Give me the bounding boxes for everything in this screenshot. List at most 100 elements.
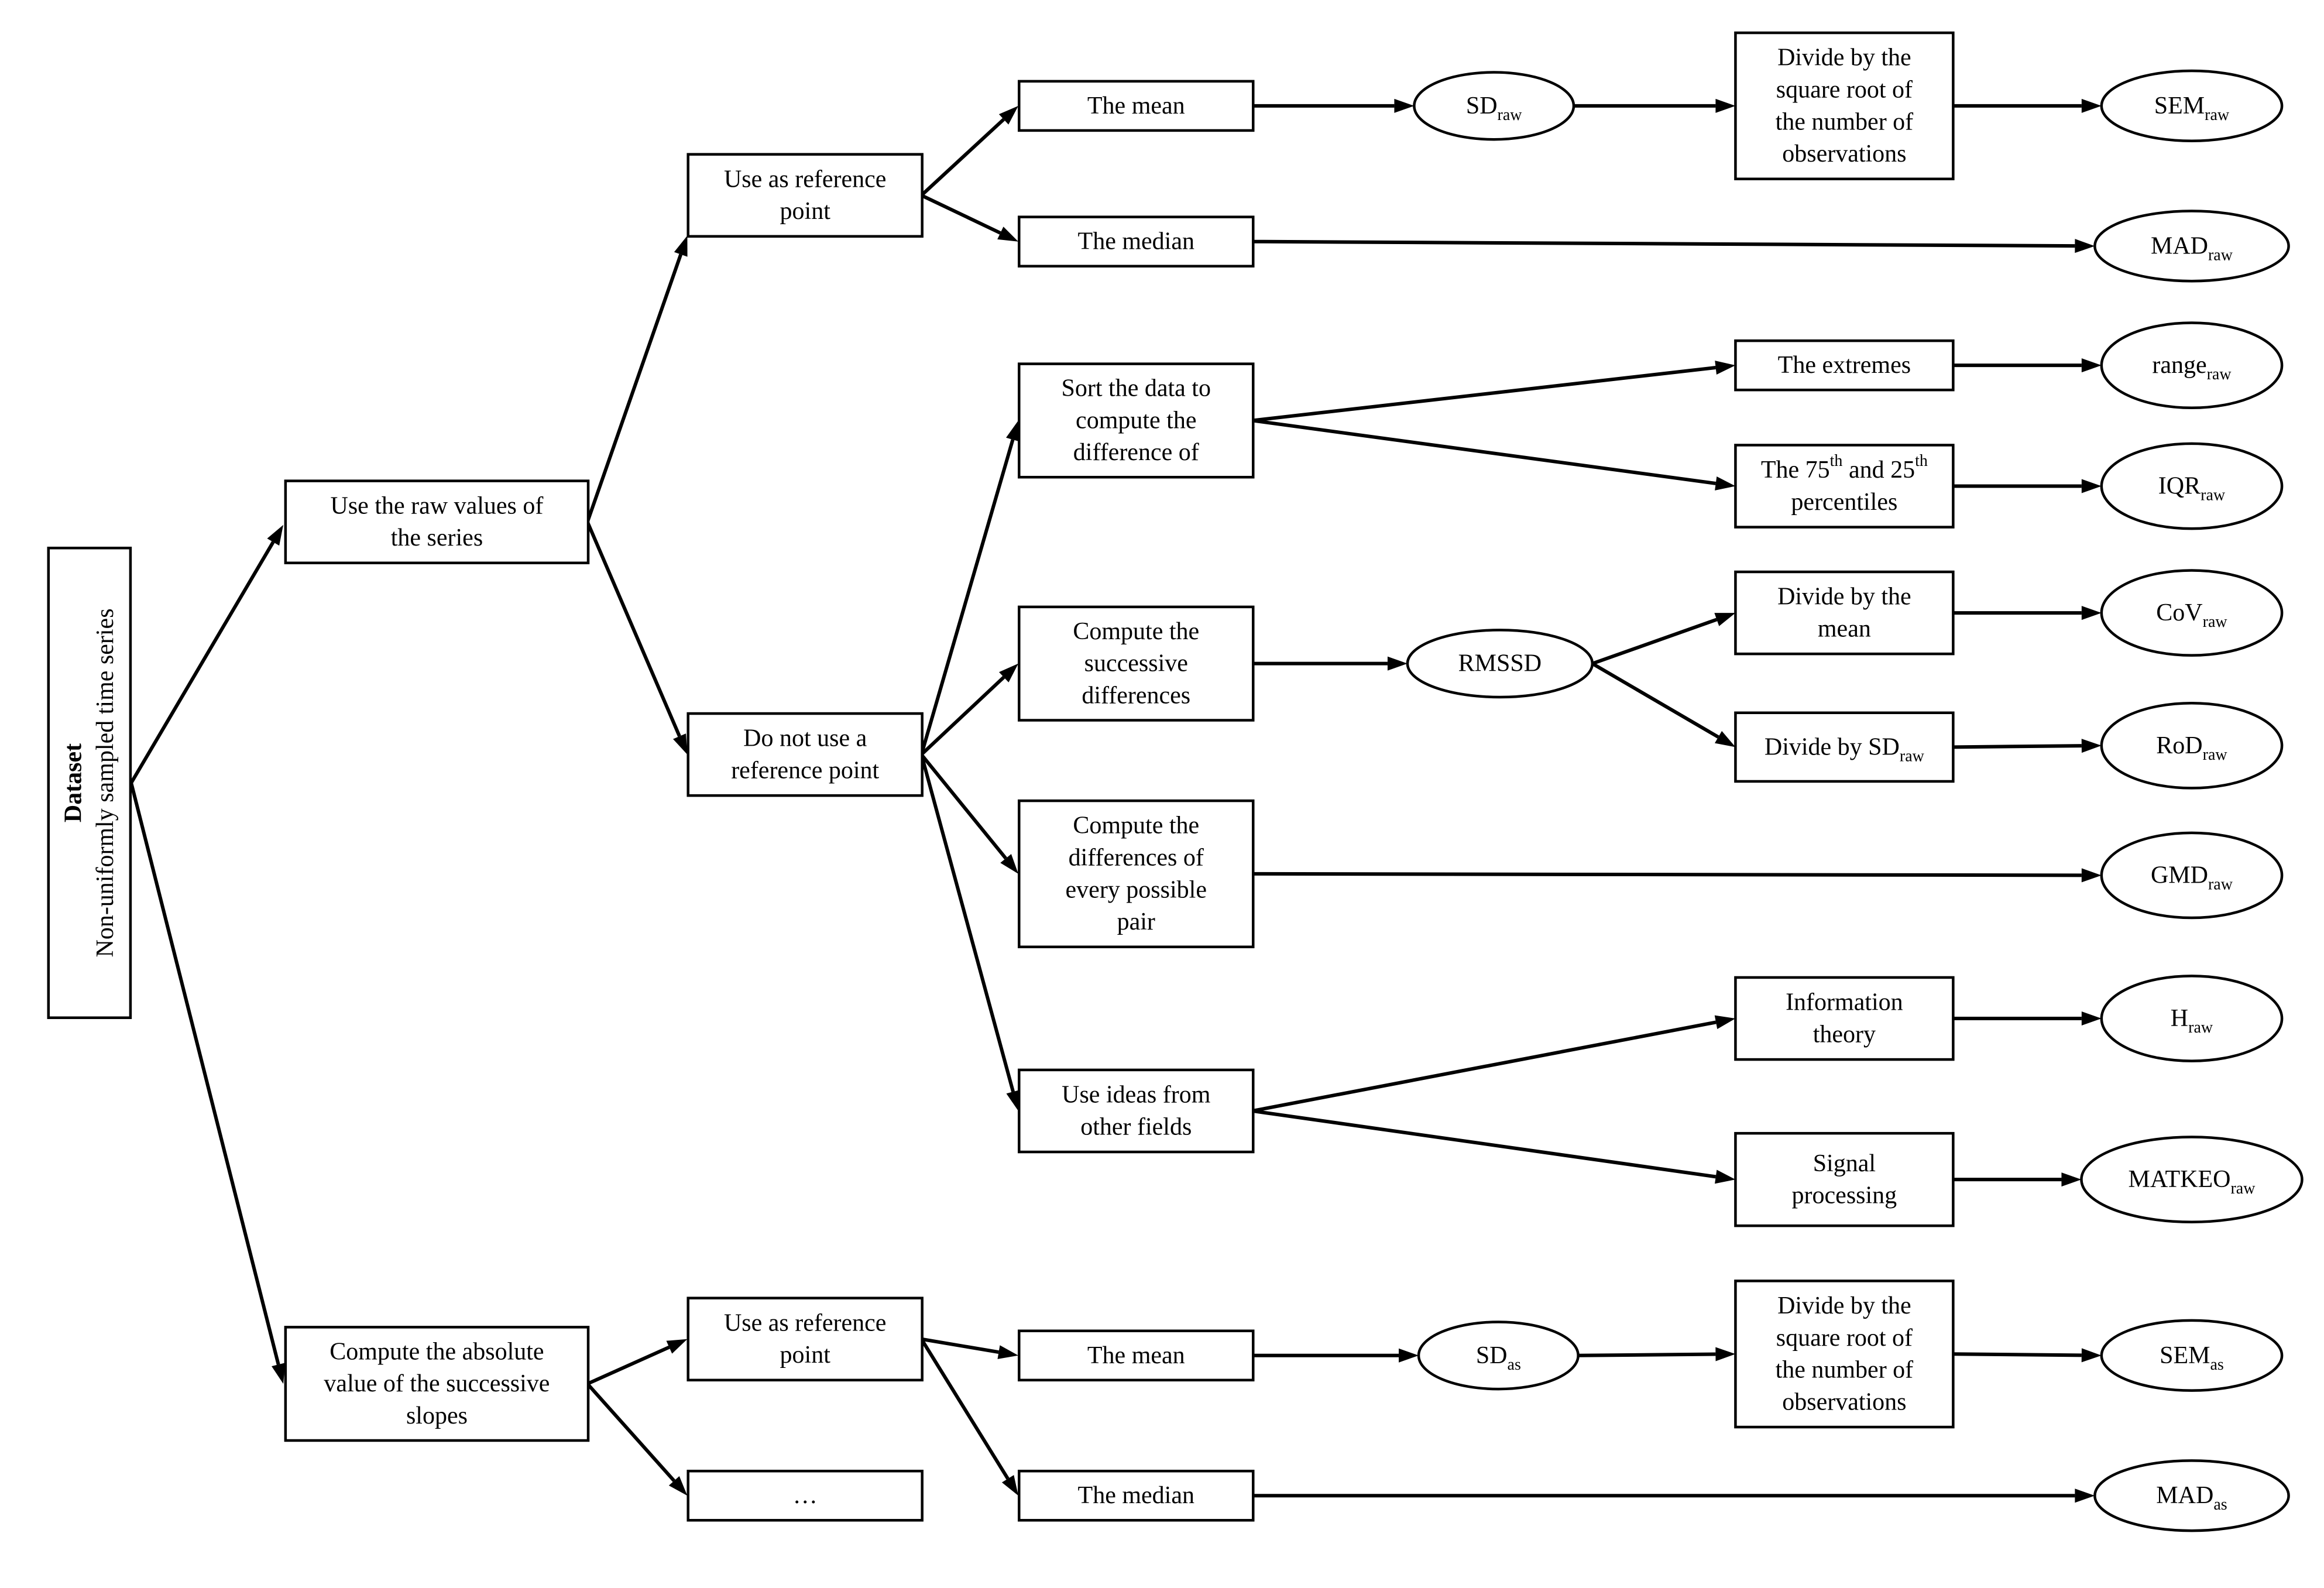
metric-label: SEMraw — [2154, 92, 2230, 124]
node-label-line: square root of — [1776, 1325, 1913, 1352]
node-label-line: other fields — [1080, 1113, 1192, 1140]
arrow-noref-to-succ — [920, 663, 1019, 756]
node-box — [686, 1469, 924, 1522]
arrow-rmssd-to-divmean — [1591, 613, 1736, 666]
arrow-line — [1578, 1352, 1716, 1357]
arrow-divmean-to-covraw — [1953, 606, 2102, 620]
node-hraw: Hraw — [2100, 975, 2284, 1062]
arrowhead — [1001, 1475, 1019, 1496]
node-madraw: MADraw — [2093, 210, 2290, 283]
node-oval — [1417, 1321, 1580, 1391]
arrowhead — [998, 105, 1019, 125]
arrowhead — [2075, 239, 2095, 253]
node-oval — [2093, 1459, 2290, 1532]
arrowhead — [2081, 358, 2102, 373]
arrowhead — [2081, 98, 2102, 113]
arrowhead — [668, 1476, 688, 1496]
node-box — [284, 479, 590, 564]
node-mean1: The mean — [1018, 80, 1255, 132]
dataset-subtitle: Non-uniformly sampled time series — [92, 608, 119, 957]
node-label-line: successive — [1084, 650, 1188, 677]
arrow-line — [1252, 1109, 1717, 1179]
node-label-line: Divide by the — [1777, 1292, 1911, 1319]
node-rmssd: RMSSD — [1406, 629, 1594, 699]
arrow-mean1-to-sdraw — [1253, 98, 1415, 113]
arrow-pct-to-iqrraw — [1953, 479, 2102, 493]
node-median2: The median — [1018, 1469, 1255, 1522]
arrow-raw-to-ref1 — [585, 235, 688, 523]
node-oval — [2100, 569, 2284, 657]
arrow-line — [1252, 419, 1717, 485]
node-label-line: Use as reference — [724, 1309, 886, 1336]
node-mean2: The mean — [1018, 1329, 1255, 1382]
node-madas: MADas — [2093, 1459, 2290, 1532]
arrow-rmssd-to-divsd — [1591, 662, 1736, 747]
node-label-line: the number of — [1776, 1357, 1914, 1384]
node-semraw: SEMraw — [2100, 69, 2284, 142]
node-box — [1018, 605, 1255, 722]
node-label-line: differences of — [1069, 845, 1204, 872]
arrow-ref2-to-mean2 — [921, 1337, 1019, 1359]
arrowhead — [999, 663, 1019, 682]
node-divsd: Divide by SDraw — [1734, 711, 1955, 783]
arrow-extremes-to-rangeraw — [1953, 358, 2102, 373]
arrowhead — [1715, 476, 1736, 491]
node-label-line: differences — [1082, 682, 1190, 709]
arrow-line — [1253, 239, 2075, 248]
node-label-line: … — [793, 1482, 818, 1509]
arrowhead — [272, 1363, 286, 1384]
node-label-line: Do not use a — [743, 725, 867, 752]
node-label-line: every possible — [1066, 876, 1207, 903]
arrow-ref2-to-median2 — [919, 1338, 1019, 1496]
arrow-median1-to-madraw — [1253, 239, 2095, 253]
node-oval — [2080, 1136, 2304, 1224]
arrowhead — [1715, 1347, 1736, 1361]
node-box — [1018, 1329, 1255, 1382]
node-box — [686, 712, 924, 797]
arrowhead — [2061, 1172, 2082, 1187]
node-median1: The median — [1018, 215, 1255, 267]
metric-label: rangeraw — [2152, 352, 2232, 383]
arrowhead — [2081, 479, 2102, 493]
node-label-line: Use as reference — [724, 166, 886, 193]
arrow-line — [1252, 1020, 1717, 1113]
node-box — [1734, 1280, 1955, 1429]
arrowhead — [666, 1339, 688, 1354]
node-label-line: The median — [1078, 228, 1194, 255]
arrow-abs-to-ellipsis — [586, 1383, 688, 1496]
node-label-line: The median — [1078, 1482, 1194, 1509]
arrow-noref-to-pairs — [920, 753, 1019, 874]
node-label-line: Compute the absolute — [329, 1338, 544, 1365]
metric-label: GMDraw — [2151, 862, 2233, 893]
node-label-line: percentiles — [1791, 489, 1897, 516]
arrow-raw-to-noref — [585, 521, 688, 755]
node-label-line: point — [780, 198, 831, 225]
arrowhead — [1715, 1169, 1736, 1184]
arrowhead — [673, 733, 688, 755]
arrowhead — [1387, 656, 1408, 671]
node-label-line: mean — [1818, 615, 1871, 642]
metric-label: MATKEOraw — [2128, 1166, 2256, 1198]
arrow-sdas-to-divsqrt2 — [1578, 1347, 1736, 1361]
arrowhead — [2081, 1011, 2102, 1026]
arrow-line — [585, 521, 681, 738]
node-label-line: theory — [1813, 1021, 1876, 1048]
arrow-line — [920, 118, 1005, 197]
node-rodraw: RoDraw — [2100, 701, 2284, 790]
arrowhead — [674, 235, 688, 257]
connectors — [129, 98, 2102, 1503]
arrow-divsqrt2-to-semas — [1953, 1348, 2102, 1363]
node-box — [1734, 444, 1955, 529]
node-box — [686, 153, 924, 238]
arrowhead — [1715, 98, 1736, 113]
node-label-line: observations — [1782, 1388, 1906, 1415]
arrow-info-to-hraw — [1953, 1011, 2102, 1026]
node-box — [1018, 1068, 1255, 1154]
